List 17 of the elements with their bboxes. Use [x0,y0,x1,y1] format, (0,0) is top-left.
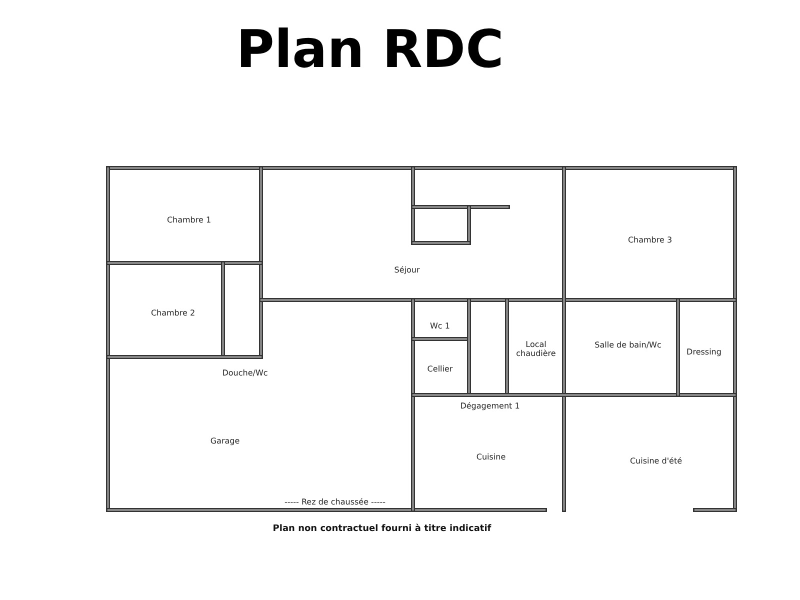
room-label: Chambre 1 [166,215,212,225]
room-label: Garage [210,436,240,446]
room-label: Local chaudière [515,340,557,358]
room-label: Salle de bain/Wc [594,340,662,350]
room-label: Dégagement 1 [460,401,520,411]
room-label: Cellier [427,364,453,374]
room-label: Chambre 2 [150,308,196,318]
room-label: Cuisine [476,452,506,462]
caption: Plan non contractuel fourni à titre indicatif [272,524,492,534]
room-label: ----- Rez de chaussée ----- [284,497,386,507]
room-label: Séjour [394,265,420,275]
room-label: Douche/Wc [222,368,268,378]
plan-title: Plan RDC [235,22,505,80]
room-label: Wc 1 [430,321,450,331]
room-label: Chambre 3 [628,235,672,245]
room-label: Dressing [686,347,722,357]
room-label: Cuisine d'été [630,456,682,466]
